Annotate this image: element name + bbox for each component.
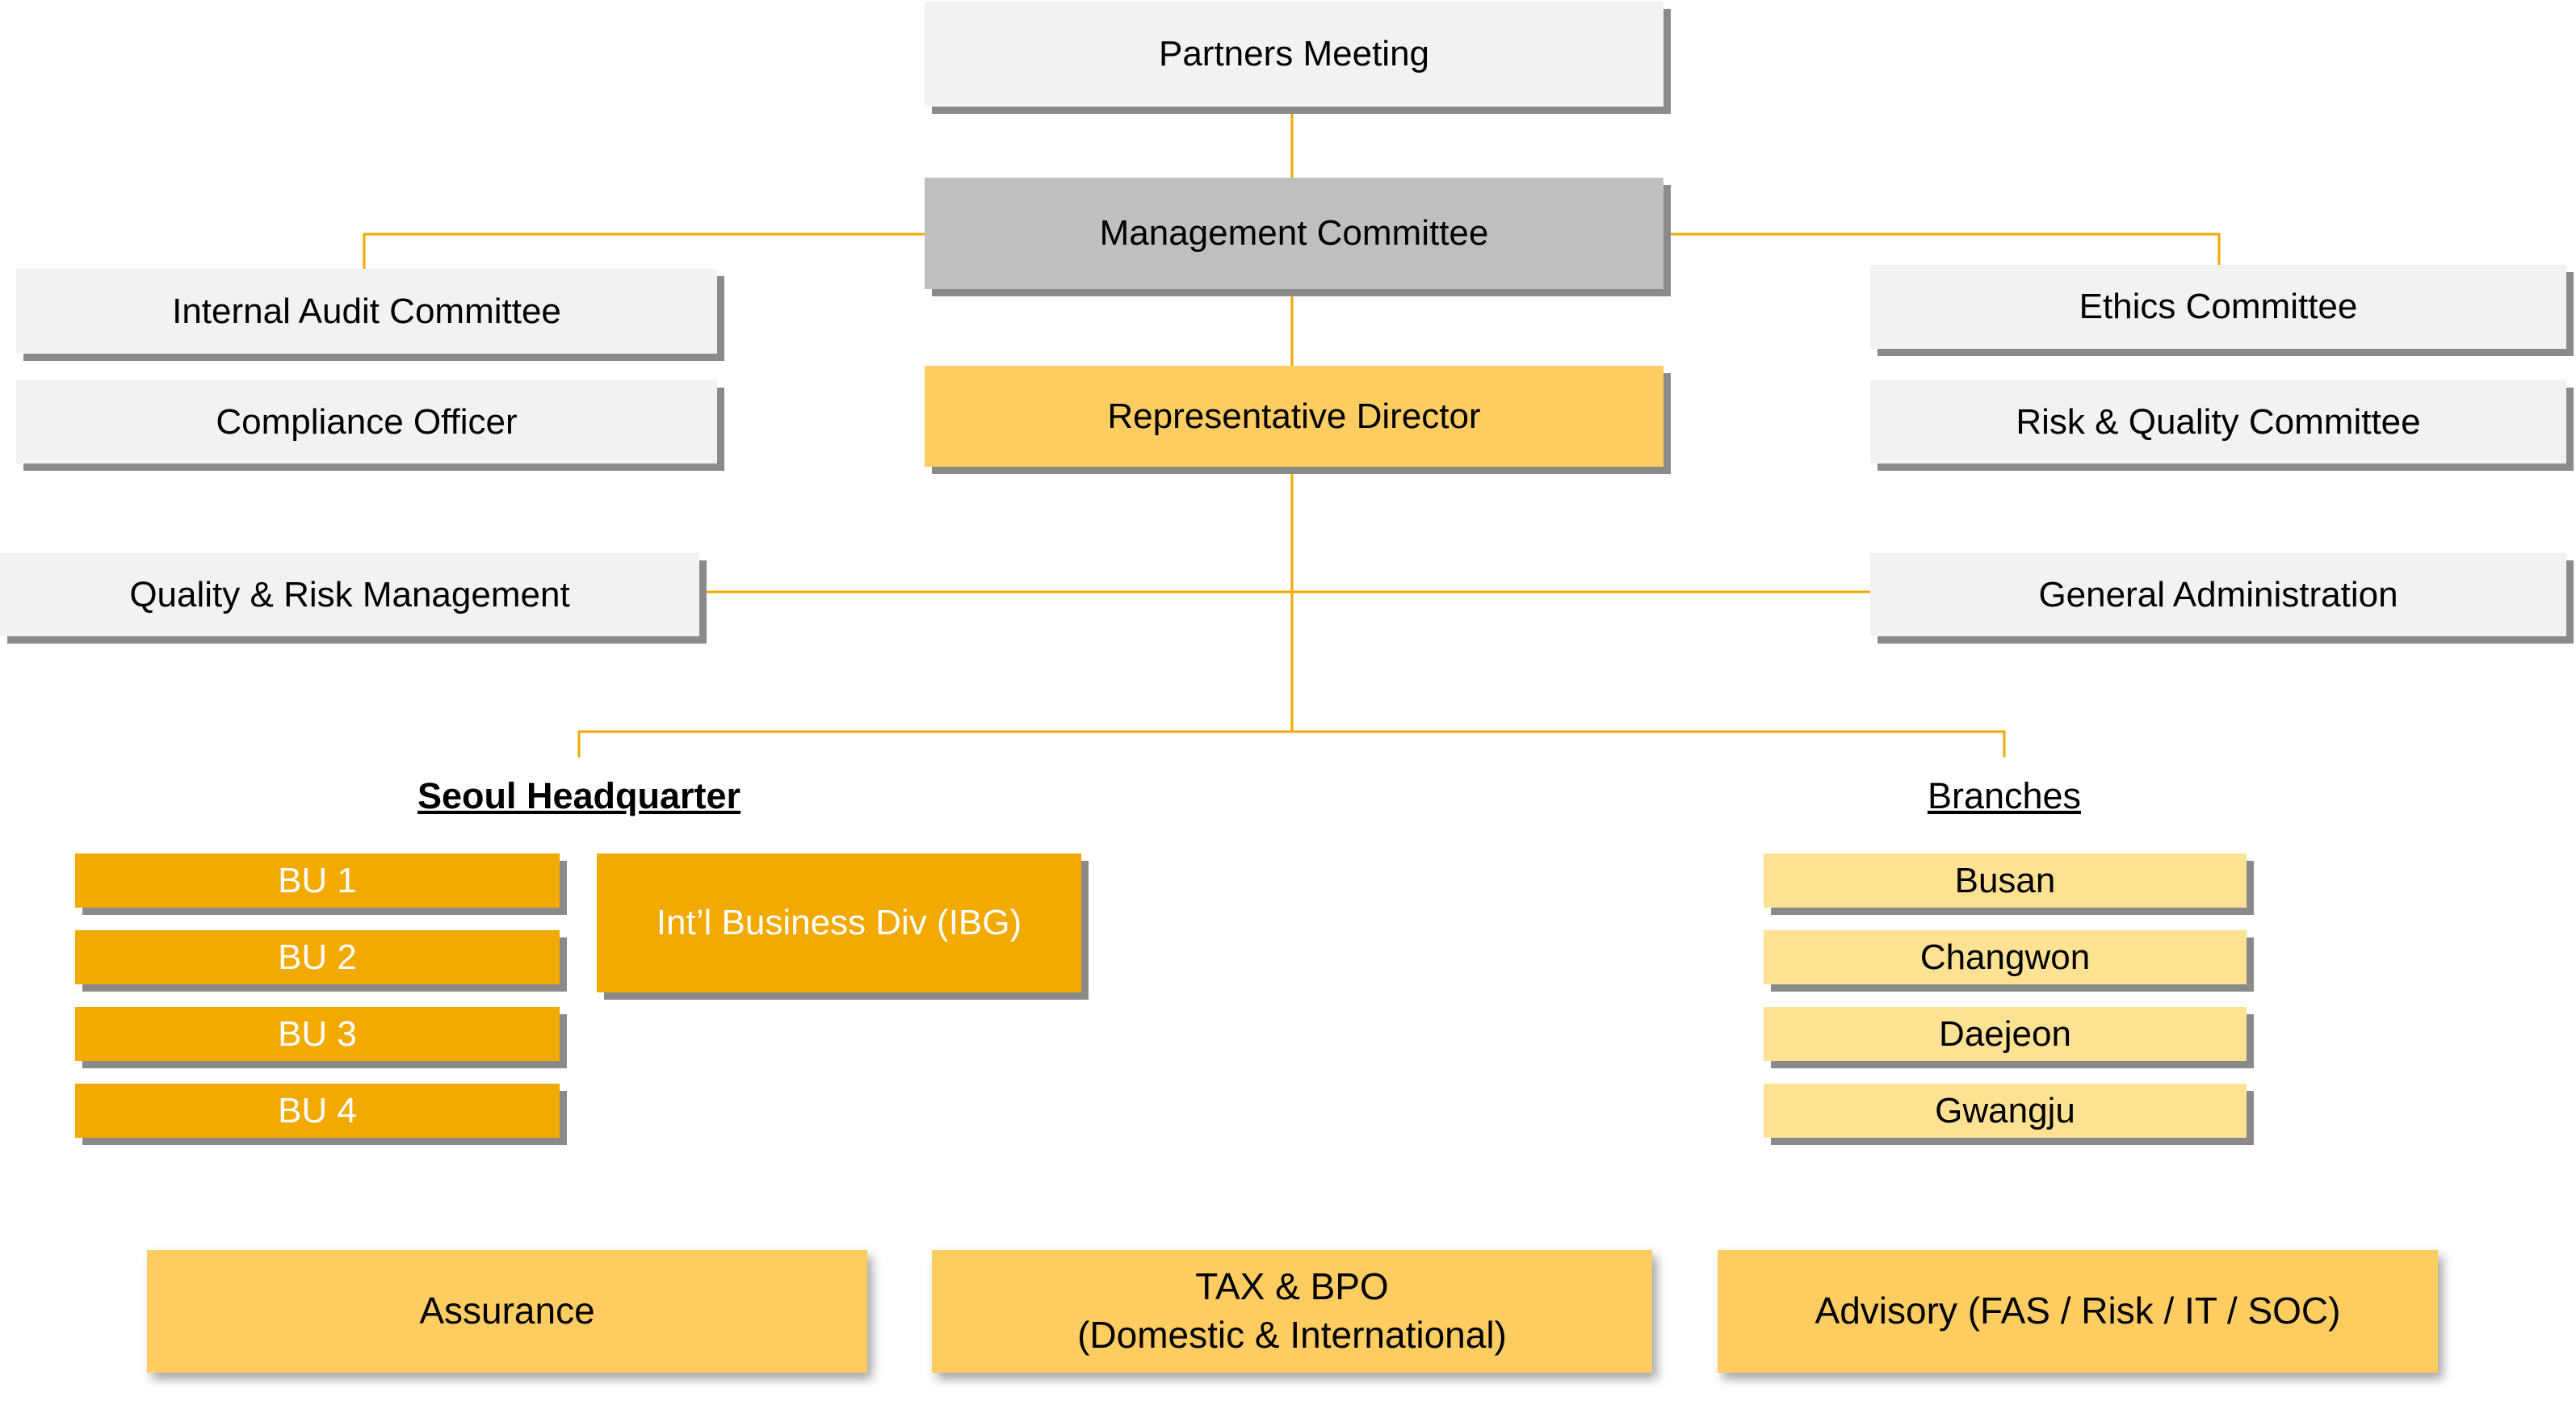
advisory-box: Advisory (FAS / Risk / IT / SOC) — [1718, 1250, 2438, 1373]
representative-director-label: Representative Director — [1107, 396, 1481, 436]
branch-label: Changwon — [1919, 937, 2091, 977]
business-unit-box: BU 3 — [75, 1007, 560, 1061]
management-committee-box: Management Committee — [925, 178, 1663, 289]
general-administration-box: General Administration — [1870, 553, 2566, 636]
internal-audit-committee-box: Internal Audit Committee — [16, 269, 717, 354]
branch-label: Daejeon — [1939, 1013, 2071, 1054]
tax-bpo-subtitle: (Domestic & International) — [1077, 1314, 1507, 1356]
intl-business-division-label: Int’l Business Div (IBG) — [656, 903, 1022, 943]
branches-heading: Branches — [1927, 775, 2082, 816]
business-unit-label: BU 3 — [278, 1013, 357, 1054]
partners-meeting-label: Partners Meeting — [1158, 34, 1430, 74]
internal-audit-committee-label: Internal Audit Committee — [172, 291, 561, 331]
business-unit-label: BU 1 — [278, 860, 357, 900]
advisory-label: Advisory (FAS / Risk / IT / SOC) — [1815, 1290, 2341, 1332]
intl-business-division-box: Int’l Business Div (IBG) — [597, 854, 1081, 992]
risk-quality-committee-label: Risk & Quality Committee — [2016, 401, 2421, 442]
branch-box: Busan — [1764, 854, 2247, 908]
connector-management-to-ethics — [1663, 233, 2221, 265]
connector-to-headquarter-branches — [577, 730, 2006, 757]
branch-box: Changwon — [1764, 930, 2247, 984]
branch-label: Gwangju — [1935, 1090, 2075, 1130]
general-administration-label: General Administration — [2038, 574, 2398, 615]
compliance-officer-box: Compliance Officer — [16, 380, 717, 464]
connector-management-to-audit — [363, 233, 925, 269]
business-unit-box: BU 4 — [75, 1084, 560, 1138]
assurance-label: Assurance — [419, 1290, 595, 1332]
quality-risk-management-label: Quality & Risk Management — [129, 574, 570, 615]
seoul-headquarter-heading: Seoul Headquarter — [417, 775, 741, 816]
business-unit-label: BU 4 — [278, 1090, 357, 1130]
tax-bpo-title: TAX & BPO — [1195, 1265, 1389, 1308]
representative-director-box: Representative Director — [925, 366, 1663, 467]
ethics-committee-box: Ethics Committee — [1870, 265, 2566, 349]
business-unit-box: BU 1 — [75, 854, 560, 908]
branch-box: Daejeon — [1764, 1007, 2247, 1061]
partners-meeting-box: Partners Meeting — [925, 2, 1663, 107]
management-committee-label: Management Committee — [1099, 213, 1489, 254]
assurance-box: Assurance — [147, 1250, 867, 1373]
business-unit-label: BU 2 — [278, 937, 357, 977]
risk-quality-committee-box: Risk & Quality Committee — [1870, 380, 2566, 464]
quality-risk-management-box: Quality & Risk Management — [0, 553, 699, 636]
compliance-officer-label: Compliance Officer — [216, 401, 518, 442]
branch-box: Gwangju — [1764, 1084, 2247, 1138]
branch-label: Busan — [1954, 860, 2056, 900]
business-unit-box: BU 2 — [75, 930, 560, 984]
tax-bpo-box: TAX & BPO (Domestic & International) — [932, 1250, 1652, 1373]
ethics-committee-label: Ethics Committee — [2079, 287, 2358, 327]
